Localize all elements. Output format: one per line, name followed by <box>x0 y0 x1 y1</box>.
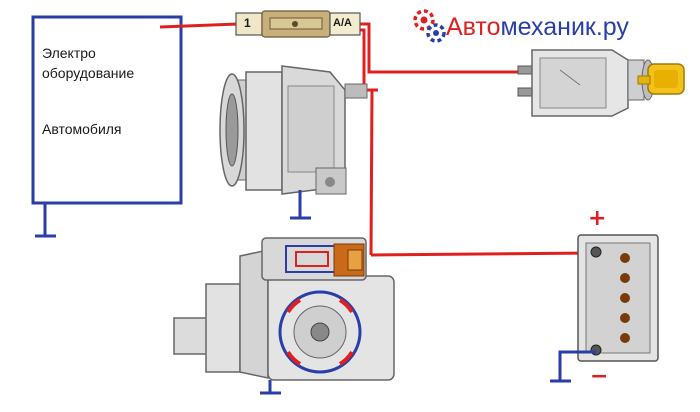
starter-motor <box>173 237 395 395</box>
equipment-label-line2: оборудование <box>42 65 135 81</box>
battery-positive-terminal <box>590 246 602 258</box>
battery-plus-sign: + <box>588 206 607 231</box>
logo-part2: механик.ру <box>500 13 629 41</box>
ignition-switch <box>517 49 685 117</box>
battery-ground-wire <box>558 350 596 380</box>
site-logo: Автомеханик.ру <box>408 5 698 47</box>
fuse-number: 1 <box>244 16 251 30</box>
fuse-terminal-label: A/A <box>333 17 352 29</box>
wire-starter-battery <box>370 240 598 257</box>
logo-part1: Авто <box>446 13 501 41</box>
gears-icon <box>413 9 446 43</box>
equipment-label-line3: Автомобиля <box>42 121 122 137</box>
wire-main-vertical <box>369 88 378 256</box>
wire-equipment-fuse <box>159 22 239 29</box>
alternator <box>219 65 368 220</box>
wire-fuse-ignition <box>360 22 525 74</box>
fuse-block <box>235 10 361 38</box>
battery-minus-sign: − <box>590 364 609 389</box>
equipment-label-line1: Электро <box>42 45 96 61</box>
equipment-box <box>31 15 183 205</box>
battery <box>550 234 659 383</box>
